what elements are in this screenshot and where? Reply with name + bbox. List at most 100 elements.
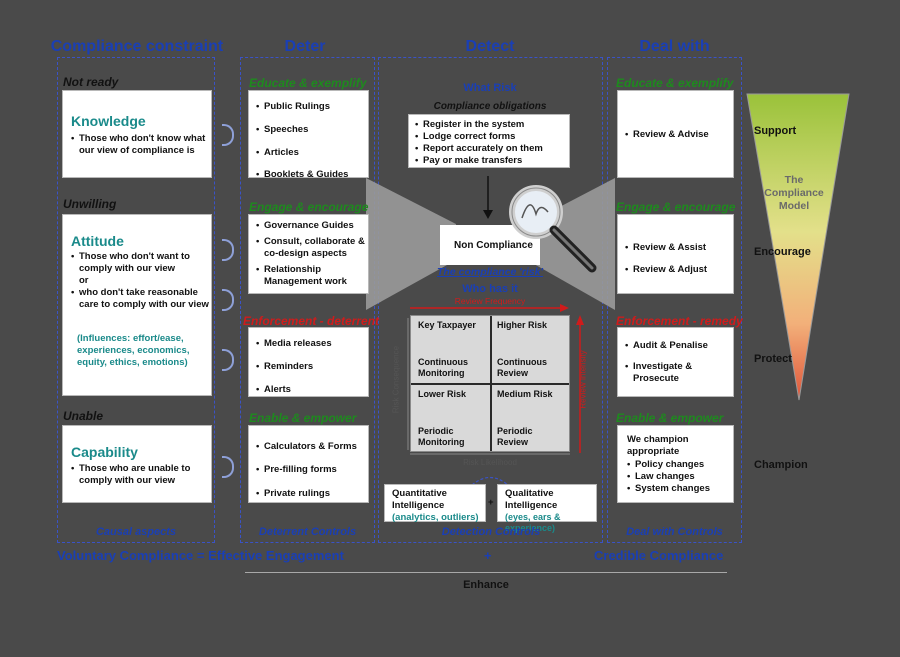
attitude-influences: (Influences: effort/ease, experiences, e… [77, 333, 190, 368]
risk-likelihood-axis [410, 453, 570, 455]
compliance-model-title: The Compliance Model [764, 174, 824, 213]
deter-item: Consult, collaborate & co-design aspects [256, 236, 368, 260]
matrix-cell-sub: Periodic Monitoring [418, 426, 465, 447]
deal-item: Law changes [627, 471, 710, 483]
model-level: Protect [754, 353, 792, 365]
attitude-title: Attitude [71, 233, 124, 249]
review-frequency-label: Review Frequency [454, 296, 526, 306]
deter-item: Media releases [256, 333, 332, 356]
deal-enable-panel: We champion appropriate Policy changes L… [617, 425, 734, 503]
deal-item: System changes [627, 483, 710, 495]
deter-item: Speeches [256, 119, 348, 142]
heading-deter: Deter [284, 38, 326, 55]
deter-item: Relationship Management work [256, 264, 368, 288]
risk-likelihood-label: Risk Likelihood [463, 458, 517, 467]
matrix-cell-sub: Periodic Review [497, 426, 533, 447]
attitude-or: or [79, 275, 89, 286]
deal-enforcement-panel: Audit & Penalise Investigate & Prosecute [617, 327, 734, 397]
deter-item: Alerts [256, 379, 332, 402]
deal-enable-lead: We champion appropriate [627, 434, 689, 457]
heading-constraint: Compliance constraint [50, 38, 224, 55]
bottom-plus: + [484, 548, 492, 563]
matrix-cell-title: Medium Risk [497, 389, 553, 399]
intelligence-pointer [471, 476, 509, 486]
capability-item: Those who are unable to comply with our … [71, 463, 209, 487]
constraint-footer: Causal aspects [95, 526, 177, 538]
quantitative-intelligence-box: Quantitative Intelligence (analytics, ou… [384, 484, 486, 523]
qualitative-intelligence-box: Qualitative Intelligence (eyes, ears & e… [497, 484, 597, 533]
qualitative-label: Qualitative Intelligence [505, 488, 558, 511]
deal-item: Policy changes [627, 459, 710, 471]
risk-matrix [410, 315, 570, 452]
attitude-item: Those who don't want to comply with our … [71, 251, 209, 275]
deal-educate-panel: Review & Advise [617, 90, 734, 178]
deter-engage-panel: Governance Guides Consult, collaborate &… [248, 214, 369, 294]
deter-enable-panel: Calculators & Forms Pre-filling forms Pr… [248, 425, 369, 506]
deal-item: Audit & Penalise [625, 340, 725, 352]
quantitative-label: Quantitative Intelligence [392, 488, 447, 511]
heading-deal: Deal with [639, 38, 710, 55]
credible-compliance-label: Credible Compliance [594, 548, 724, 563]
deter-enforcement-panel: Media releases Reminders Alerts [248, 327, 369, 401]
obligation-item: Register in the system [415, 119, 543, 131]
review-frequency-arrow [410, 304, 569, 312]
deter-engage-label: Engage & encourage [249, 200, 369, 214]
bracket-connector [222, 239, 234, 261]
left-funnel-connector [366, 178, 456, 310]
deal-item: Review & Advise [625, 129, 709, 141]
deter-item: Booklets & Guides [256, 164, 348, 187]
deter-enable-label: Enable & empower [249, 411, 357, 425]
who-has-it: Who has it [462, 283, 518, 295]
obligation-item: Lodge correct forms [415, 131, 543, 143]
deter-item: Articles [256, 142, 348, 165]
review-intensity-arrow [576, 315, 584, 453]
state-not-ready: Not ready [63, 75, 119, 89]
deter-item: Reminders [256, 356, 332, 379]
non-compliance-box: Non Compliance [440, 225, 540, 265]
attitude-panel: Attitude Those who don't want to comply … [62, 214, 212, 396]
quantitative-detail: (analytics, outliers) [392, 512, 479, 523]
compliance-model-triangle [746, 93, 850, 401]
deal-engage-panel: Review & Assist Review & Adjust [617, 214, 734, 294]
deal-footer: Deal with Controls [626, 526, 723, 538]
matrix-cell-sub: Continuous Monitoring [418, 357, 468, 378]
deter-item: Calculators & Forms [256, 435, 357, 459]
deter-item: Governance Guides [256, 220, 368, 232]
deal-item: Review & Assist [625, 237, 707, 259]
obligations-title: Compliance obligations [433, 101, 547, 112]
enhance-divider [245, 572, 727, 573]
state-unwilling: Unwilling [63, 197, 117, 211]
knowledge-item: Those who don't know what our view of co… [71, 133, 209, 157]
enhance-label: Enhance [463, 579, 509, 591]
constraint-column [57, 57, 215, 543]
knowledge-title: Knowledge [71, 113, 146, 129]
obligation-item: Pay or make transfers [415, 155, 543, 167]
bracket-connector [222, 289, 234, 311]
deal-engage-label: Engage & encourage [616, 200, 736, 214]
non-compliance-label: Non Compliance [454, 240, 533, 251]
down-arrow [483, 176, 493, 219]
deal-enable-label: Enable & empower [616, 411, 724, 425]
deter-footer: Deterrent Controls [258, 526, 357, 538]
heading-detect: Detect [465, 38, 515, 55]
deter-educate-label: Educate & exemplify [249, 76, 367, 90]
deal-enforcement-label: Enforcement - remedy [616, 314, 743, 328]
bracket-connector [222, 349, 234, 371]
obligation-item: Report accurately on them [415, 143, 543, 155]
qualitative-detail: (eyes, ears & experience) [505, 512, 561, 534]
matrix-cell-title: Lower Risk [418, 389, 467, 399]
magnifying-glass-icon [509, 185, 597, 273]
deter-educate-panel: Public Rulings Speeches Articles Booklet… [248, 90, 369, 187]
attitude-item: who don't take reasonable care to comply… [71, 287, 209, 311]
matrix-cell-title: Key Taxpayer [418, 320, 476, 330]
deter-enforcement-label: Enforcement - deterrent [243, 314, 380, 328]
matrix-cell-sub: Continuous Review [497, 357, 547, 378]
matrix-cell-title: Higher Risk [497, 320, 548, 330]
deter-item: Private rulings [256, 482, 357, 506]
deal-item: Review & Adjust [625, 259, 707, 281]
intelligence-plus: + [488, 497, 494, 508]
deter-item: Public Rulings [256, 96, 348, 119]
risk-consequence-label: Risk Consequence [391, 345, 401, 414]
model-level: Encourage [754, 246, 811, 258]
